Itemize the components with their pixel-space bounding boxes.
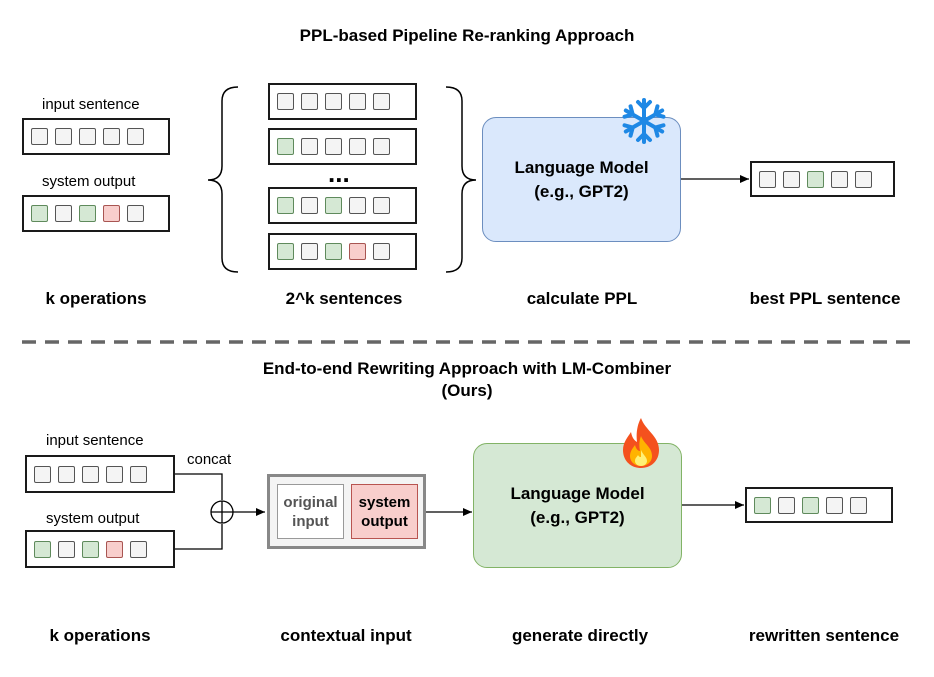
token-cell	[778, 496, 795, 514]
line-input-to-concat	[175, 473, 223, 500]
token-cell	[349, 93, 366, 110]
token-cell	[373, 197, 390, 214]
token-cell	[349, 197, 366, 214]
token-cell	[783, 170, 800, 188]
edited-token-cell	[754, 496, 771, 514]
lm-example: (e.g., GPT2)	[534, 181, 629, 201]
bottom-system-label: system output	[46, 510, 140, 527]
candidate-sequence	[268, 187, 417, 224]
token-cell	[34, 465, 51, 483]
system-output-block: system output	[351, 484, 418, 539]
concat-label: concat	[187, 451, 232, 468]
token-cell	[325, 138, 342, 155]
bottom-title-line1: End-to-end Rewriting Approach with LM-Co…	[262, 359, 672, 378]
token-cell	[831, 170, 848, 188]
top-system-sequence	[22, 195, 170, 232]
concat-plus-icon	[210, 500, 234, 524]
token-cell	[277, 93, 294, 110]
token-cell	[127, 205, 144, 222]
caption-generate-directly: generate directly	[511, 626, 649, 645]
edited-token-cell	[82, 540, 99, 558]
token-cell	[349, 138, 366, 155]
caption-best-ppl: best PPL sentence	[749, 289, 901, 308]
token-cell	[855, 170, 872, 188]
edited-token-cell	[802, 496, 819, 514]
top-title: PPL-based Pipeline Re-ranking Approach	[299, 26, 635, 45]
top-system-label: system output	[42, 173, 136, 190]
bottom-title: End-to-end Rewriting Approach with LM-Co…	[0, 358, 934, 402]
bottom-input-label: input sentence	[46, 432, 144, 449]
edited-token-cell	[325, 197, 342, 214]
lm-example: (e.g., GPT2)	[530, 507, 625, 527]
token-cell	[82, 465, 99, 483]
edited-token-cell	[31, 205, 48, 222]
caption-k-operations-bottom: k operations	[49, 626, 151, 645]
edited-token-cell	[325, 243, 342, 260]
caption-k-operations-top: k operations	[45, 289, 147, 308]
original-input-block: original input	[277, 484, 344, 539]
contextual-input-box: original input system output	[267, 474, 426, 549]
edited-token-cell	[277, 197, 294, 214]
bottom-title-line2: (Ours)	[441, 381, 493, 400]
token-cell	[373, 138, 390, 155]
token-cell	[55, 128, 72, 145]
caption-calculate-ppl: calculate PPL	[526, 289, 638, 308]
token-cell	[79, 128, 96, 145]
token-cell	[826, 496, 843, 514]
token-cell	[130, 540, 147, 558]
token-cell	[55, 205, 72, 222]
top-input-sequence	[22, 118, 170, 155]
token-cell	[301, 197, 318, 214]
edited-token-cell	[807, 170, 824, 188]
caption-rewritten-sentence: rewritten sentence	[748, 626, 900, 645]
fire-icon	[617, 416, 665, 478]
lm-name: Language Model	[510, 483, 645, 503]
error-token-cell	[103, 205, 120, 222]
token-cell	[130, 465, 147, 483]
bottom-system-sequence	[25, 530, 175, 568]
top-input-label: input sentence	[42, 96, 140, 113]
token-cell	[850, 496, 867, 514]
edited-token-cell	[277, 243, 294, 260]
left-brace	[207, 86, 239, 273]
edited-token-cell	[34, 540, 51, 558]
token-cell	[103, 128, 120, 145]
bottom-input-sequence	[25, 455, 175, 493]
token-cell	[373, 93, 390, 110]
token-cell	[325, 93, 342, 110]
token-cell	[759, 170, 776, 188]
token-cell	[58, 540, 75, 558]
edited-token-cell	[277, 138, 294, 155]
caption-contextual-input: contextual input	[280, 626, 412, 645]
token-cell	[58, 465, 75, 483]
error-token-cell	[349, 243, 366, 260]
line-system-to-concat	[175, 524, 223, 550]
snowflake-icon	[619, 96, 669, 154]
candidate-sequence	[268, 83, 417, 120]
right-brace	[445, 86, 477, 273]
token-cell	[127, 128, 144, 145]
token-cell	[373, 243, 390, 260]
lm-name: Language Model	[514, 157, 649, 177]
token-cell	[31, 128, 48, 145]
caption-2k-sentences: 2^k sentences	[285, 289, 403, 308]
rewritten-sequence	[745, 487, 893, 523]
token-cell	[301, 93, 318, 110]
error-token-cell	[106, 540, 123, 558]
best-ppl-sequence	[750, 161, 895, 197]
token-cell	[106, 465, 123, 483]
token-cell	[301, 243, 318, 260]
candidate-sequence	[268, 128, 417, 165]
candidates-ellipsis: ...	[328, 158, 350, 188]
candidate-sequence	[268, 233, 417, 270]
token-cell	[301, 138, 318, 155]
edited-token-cell	[79, 205, 96, 222]
